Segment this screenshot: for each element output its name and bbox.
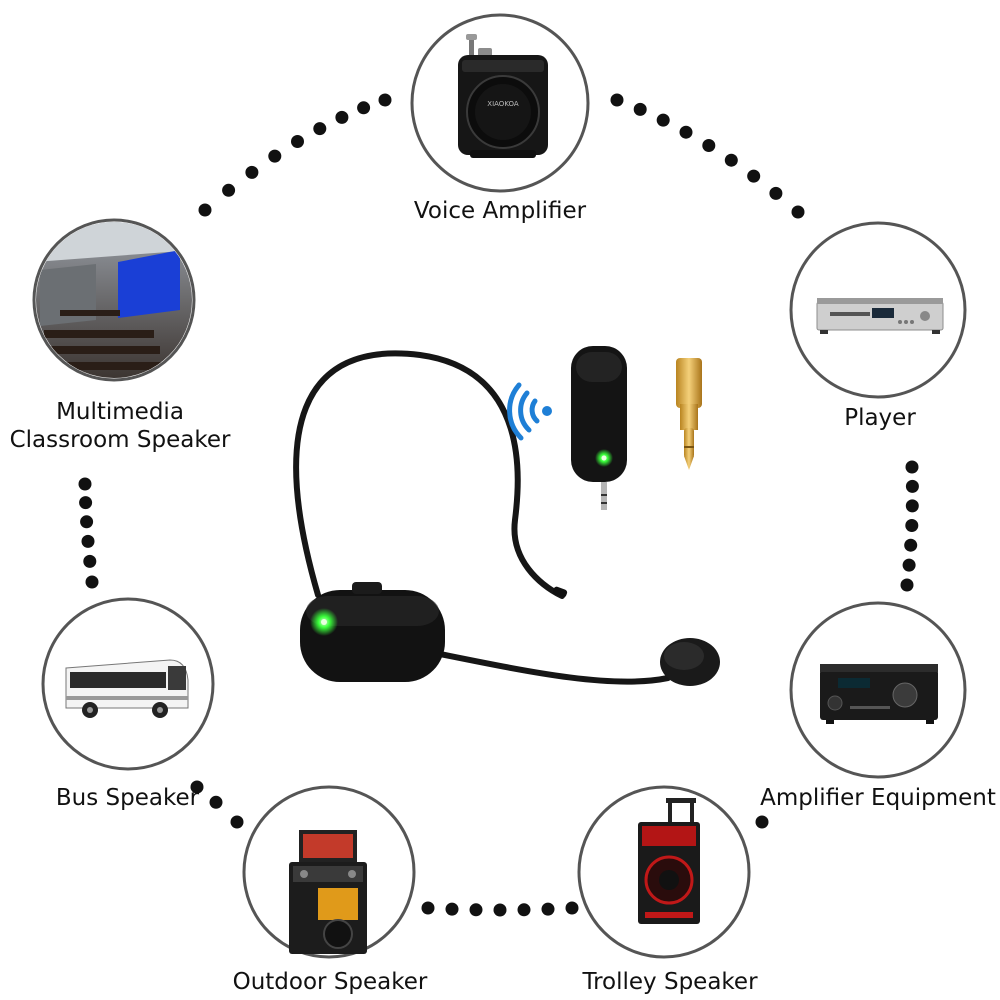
usb-receiver [571,346,627,510]
connector-dot [222,183,236,197]
connector-dot [565,901,579,915]
label-voice-amplifier: Voice Amplifier [413,198,587,224]
connector-dot [291,135,304,148]
connector-dot [769,186,783,200]
connector-dot [357,101,371,115]
label-player: Player [844,405,916,431]
trolley-speaker-image [638,798,700,924]
outdoor-speaker-image [289,830,367,954]
label-amplifier-equipment: Amplifier Equipment [760,785,996,811]
wifi-icon [507,382,552,441]
connector-dot [755,815,769,829]
connector-dot [905,460,919,474]
connector-dot [905,519,919,532]
label-multimedia-line2: Classroom Speaker [9,427,231,453]
connector-dot [268,149,282,163]
connector-dot [190,780,204,794]
connector-dot [904,538,918,552]
connector-dot [902,558,916,572]
connector-dot [313,122,327,136]
connector-dot [724,153,738,167]
connector-dot [517,903,531,917]
connector-dot [378,93,392,107]
svg-text:XIAOKOA: XIAOKOA [487,100,519,108]
connector-dot [80,515,94,529]
connector-dot [83,554,97,568]
classroom-image [36,222,192,378]
bus-speaker-image [65,659,189,718]
connector-dot [445,902,459,916]
connector-dot [79,496,93,510]
connector-dot [656,113,670,127]
label-trolley-speaker: Trolley Speaker [582,969,758,995]
connector-dot [85,575,99,589]
connector-dot [791,205,805,219]
connector-dot [198,203,212,217]
connector-dot [230,815,244,829]
connector-dot [245,165,259,179]
audio-adapter [676,358,702,470]
connector-dot [541,902,555,916]
connector-dot [747,169,761,183]
label-bus-speaker: Bus Speaker [55,785,200,811]
connector-dot [679,125,693,139]
dotted-connectors [78,93,919,917]
voice-amplifier-image: XIAOKOA [458,34,548,158]
amplifier-equipment-image [820,664,938,724]
label-outdoor-speaker: Outdoor Speaker [232,969,428,995]
connector-dot [702,139,716,152]
connector-dot [905,499,919,513]
connector-dot [900,578,914,592]
connector-dot [335,110,349,124]
connector-dot [905,479,919,493]
connector-dot [633,102,647,116]
connector-dot [78,477,92,491]
headset-microphone [293,350,720,686]
connector-dot [610,93,624,107]
label-multimedia-line1: Multimedia [56,399,184,425]
connector-dot [81,534,95,548]
connector-dot [493,903,507,917]
player-image [816,298,944,334]
connector-dot [209,795,223,809]
connector-dot [469,903,483,917]
connector-dot [421,901,435,915]
label-multimedia-classroom: Multimedia Classroom Speaker [0,398,240,454]
